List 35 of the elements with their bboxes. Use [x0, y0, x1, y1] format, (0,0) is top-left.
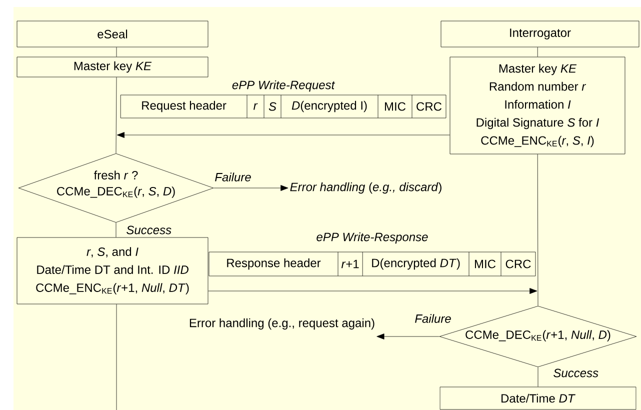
packet-field: D(encrypted DT): [372, 258, 460, 270]
packet-field: CRC: [506, 260, 531, 268]
edge-label: Success: [554, 368, 598, 378]
packet-field: r+1: [341, 260, 359, 268]
note-text: Error handling (e.g., request again): [190, 318, 374, 330]
message-frame: [120, 80, 446, 118]
packet-field: r: [254, 103, 258, 110]
process-box: Master key KE Random number r Information I Digital Signature S for I CCMe_ENC$_{KE}$(r, S, I): [450, 56, 626, 154]
arrow: [208, 288, 538, 294]
arrow: [214, 185, 288, 191]
packet-field: MIC: [474, 260, 496, 268]
note-text: Error handling (e.g., discard): [290, 182, 442, 194]
message-title: ePP Write-Request: [232, 80, 336, 92]
edge-label: Success: [126, 226, 172, 234]
process-box: r, S, and I Date/Time DT and Int. ID IID CCMe_ENC$_{KE}$(r+1, Null, DT): [16, 237, 208, 304]
arrow: [116, 132, 450, 138]
process-box: Master key KE: [16, 56, 208, 78]
edge-label: Failure: [215, 172, 251, 182]
packet-field: CRC: [416, 102, 442, 111]
message-title: ePP Write-Response: [316, 232, 428, 244]
message-frame: [208, 232, 536, 276]
arrow: [376, 334, 440, 340]
packet-field: Response header: [227, 258, 321, 270]
packet-field: Request header: [142, 100, 226, 112]
lifeline: [116, 77, 117, 154]
packet-field: S: [268, 102, 276, 111]
packet-field: MIC: [385, 102, 406, 111]
process-box: Date/Time DT: [440, 386, 636, 410]
lifeline: [537, 47, 538, 57]
packet-field: D(encrypted I): [292, 100, 367, 112]
lifeline: [116, 304, 117, 410]
process-box: Interrogator: [440, 20, 640, 48]
lifeline: [116, 47, 117, 57]
lifeline: [537, 154, 538, 306]
process-box: eSeal: [16, 20, 208, 48]
